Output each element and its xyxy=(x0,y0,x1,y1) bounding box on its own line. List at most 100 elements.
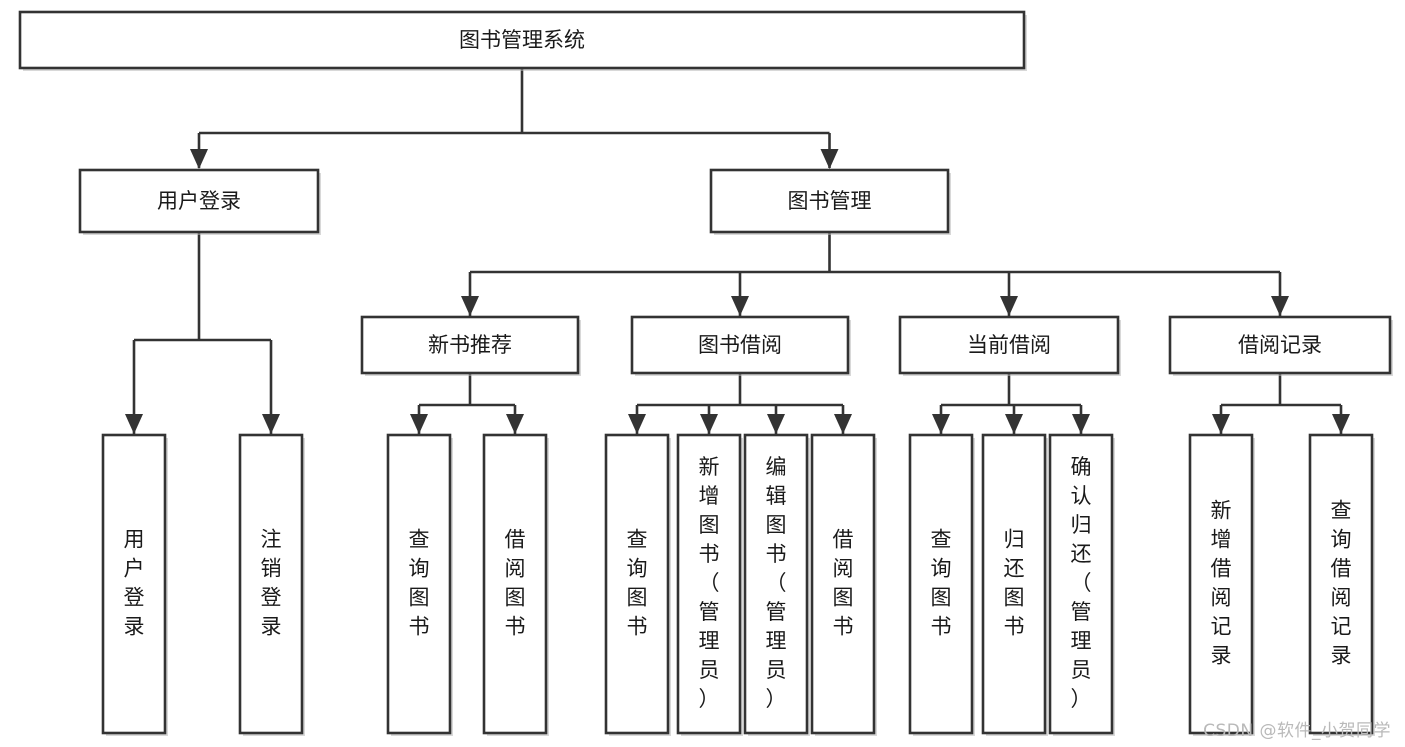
node-book-borrow-label: 图书借阅 xyxy=(698,333,782,357)
node-leaf-query-record-label-char: 询 xyxy=(1331,528,1352,552)
node-leaf-query-book-1-label-char: 询 xyxy=(409,557,430,581)
node-leaf-query-record-label-char: 记 xyxy=(1331,615,1352,639)
node-leaf-query-book-2-label-char: 书 xyxy=(627,615,648,639)
node-leaf-confirm-return-label-char: ） xyxy=(1071,687,1092,711)
node-leaf-add-record-label-char: 阅 xyxy=(1211,586,1232,610)
node-leaf-borrow-book-2-label-char: 图 xyxy=(833,586,854,610)
node-leaf-add-record-label-char: 记 xyxy=(1211,615,1232,639)
node-leaf-confirm-return-label-char: 理 xyxy=(1071,629,1092,653)
node-leaf-borrow-book-2-label-char: 借 xyxy=(833,528,854,552)
node-leaf-query-book-2-label-char: 图 xyxy=(627,586,648,610)
node-borrow-record-label: 借阅记录 xyxy=(1238,333,1322,357)
node-leaf-user-login-label-char: 用 xyxy=(124,528,145,552)
node-leaf-confirm-return-label-char: 还 xyxy=(1071,542,1092,566)
node-leaf-edit-book-label-char: 书 xyxy=(766,542,787,566)
node-leaf-borrow-book-1-label-char: 图 xyxy=(505,586,526,610)
node-leaf-add-record-label-char: 录 xyxy=(1211,644,1232,668)
node-leaf-add-book-label-char: 图 xyxy=(699,513,720,537)
node-leaf-user-login-label-char: 登 xyxy=(124,586,145,610)
node-leaf-edit-book-label-char: （ xyxy=(766,571,787,595)
node-leaf-confirm-return-label-char: 确 xyxy=(1071,455,1092,479)
node-leaf-query-book-3-label-char: 询 xyxy=(931,557,952,581)
node-leaf-query-book-3-label-char: 图 xyxy=(931,586,952,610)
node-leaf-return-book-label-char: 图 xyxy=(1004,586,1025,610)
node-leaf-user-login-label-char: 户 xyxy=(124,557,145,581)
node-leaf-borrow-book-1-label-char: 书 xyxy=(505,615,526,639)
node-leaf-query-book-1-label-char: 书 xyxy=(409,615,430,639)
node-leaf-confirm-return-label-char: 认 xyxy=(1071,484,1092,508)
node-leaf-confirm-return-label-char: 员 xyxy=(1071,658,1092,682)
node-leaf-logout-login-label-char: 注 xyxy=(261,528,282,552)
node-leaf-add-record-label-char: 增 xyxy=(1211,528,1232,552)
node-new-book-rec[interactable]: 新书推荐 xyxy=(360,315,581,376)
node-root-root[interactable]: 图书管理系统 xyxy=(18,10,1027,71)
node-book-manage[interactable]: 图书管理 xyxy=(709,168,951,235)
connector-layer xyxy=(125,68,1350,434)
node-leaf-add-book-label-char: 增 xyxy=(699,484,720,508)
node-user-login[interactable]: 用户登录 xyxy=(78,168,321,235)
node-leaf-add-book-label-char: 书 xyxy=(699,542,720,566)
node-layer: 图书管理系统用户登录图书管理新书推荐图书借阅当前借阅借阅记录用户登录注销登录查询… xyxy=(18,10,1393,736)
node-leaf-borrow-book-1-label-char: 阅 xyxy=(505,557,526,581)
node-leaf-query-book-1-label-char: 图 xyxy=(409,586,430,610)
node-leaf-edit-book-label-char: 辑 xyxy=(766,484,787,508)
node-leaf-query-record-label-char: 查 xyxy=(1331,499,1352,523)
node-leaf-borrow-book-2-label-char: 书 xyxy=(833,615,854,639)
node-book-manage-label: 图书管理 xyxy=(788,189,872,213)
node-leaf-add-book-label-char: （ xyxy=(699,571,720,595)
node-leaf-edit-book-label-char: 理 xyxy=(766,629,787,653)
node-leaf-query-book-3-label-char: 书 xyxy=(931,615,952,639)
node-leaf-edit-book-label-char: 管 xyxy=(766,600,787,624)
node-leaf-logout-login-label-char: 登 xyxy=(261,586,282,610)
node-leaf-add-record-label-char: 新 xyxy=(1211,499,1232,523)
node-root-label: 图书管理系统 xyxy=(459,28,585,52)
node-leaf-edit-book-label-char: 员 xyxy=(766,658,787,682)
node-book-borrow[interactable]: 图书借阅 xyxy=(630,315,851,376)
node-leaf-return-book-label-char: 还 xyxy=(1004,557,1025,581)
node-leaf-query-record-label-char: 阅 xyxy=(1331,586,1352,610)
node-leaf-borrow-book-2-label-char: 阅 xyxy=(833,557,854,581)
node-leaf-confirm-return-label-char: （ xyxy=(1071,571,1092,595)
node-leaf-edit-book-label-char: 编 xyxy=(766,455,787,479)
node-leaf-user-login[interactable]: 用户登录 xyxy=(101,433,168,736)
node-leaf-query-record-label-char: 借 xyxy=(1331,557,1352,581)
node-leaf-add-book-label-char: 员 xyxy=(699,658,720,682)
node-leaf-query-record-label-char: 录 xyxy=(1331,644,1352,668)
csdn-watermark: CSDN @软件_小贺同学 xyxy=(1203,721,1391,741)
node-leaf-return-book-label-char: 归 xyxy=(1004,528,1025,552)
node-leaf-confirm-return-label-char: 归 xyxy=(1071,513,1092,537)
node-user-login-label: 用户登录 xyxy=(157,189,241,213)
node-current-borrow[interactable]: 当前借阅 xyxy=(898,315,1121,376)
node-leaf-edit-book-label-char: ） xyxy=(766,687,787,711)
node-leaf-borrow-book-1-label-char: 借 xyxy=(505,528,526,552)
node-leaf-query-book-1-label-char: 查 xyxy=(409,528,430,552)
node-leaf-return-book-label-char: 书 xyxy=(1004,615,1025,639)
node-leaf-add-book-label-char: 管 xyxy=(699,600,720,624)
node-leaf-edit-book-label-char: 图 xyxy=(766,513,787,537)
node-leaf-query-book-2-label-char: 查 xyxy=(627,528,648,552)
node-leaf-query-book-3-label-char: 查 xyxy=(931,528,952,552)
node-leaf-query-book-2-label-char: 询 xyxy=(627,557,648,581)
node-leaf-logout-login-label-char: 销 xyxy=(261,557,282,581)
node-leaf-user-login-label-char: 录 xyxy=(124,615,145,639)
node-leaf-add-book-label-char: ） xyxy=(699,687,720,711)
node-leaf-add-book-label-char: 理 xyxy=(699,629,720,653)
node-new-book-rec-label: 新书推荐 xyxy=(428,333,512,357)
node-borrow-record[interactable]: 借阅记录 xyxy=(1168,315,1393,376)
node-current-borrow-label: 当前借阅 xyxy=(967,333,1051,357)
node-leaf-add-record-label-char: 借 xyxy=(1211,557,1232,581)
